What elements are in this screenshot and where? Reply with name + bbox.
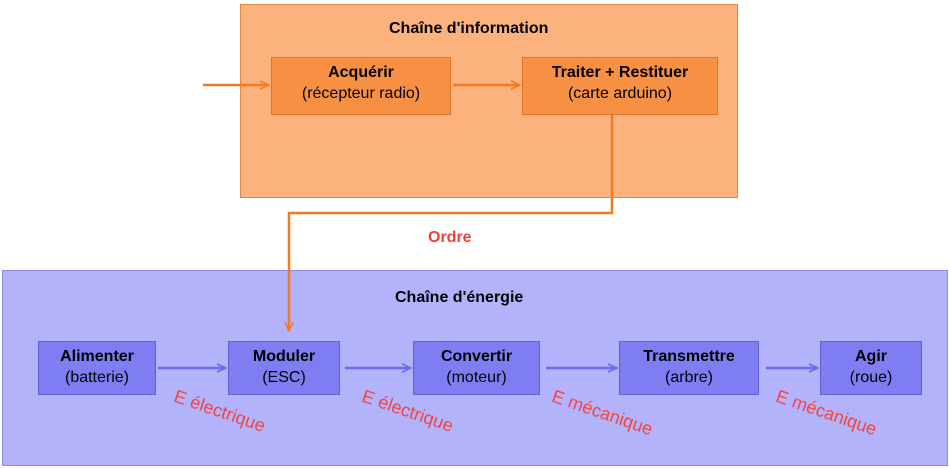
modulate-block: Moduler (ESC) [228,341,340,395]
convert-block: Convertir (moteur) [413,341,540,395]
acquire-block: Acquérir (récepteur radio) [271,57,451,115]
convert-subtitle: (moteur) [446,369,507,386]
acquire-subtitle: (récepteur radio) [301,85,421,102]
modulate-subtitle: (ESC) [262,369,306,386]
supply-block: Alimenter (batterie) [38,341,156,395]
modulate-title: Moduler [252,348,316,365]
energy-chain-title: Chaîne d'énergie [395,289,524,306]
act-subtitle: (roue) [849,369,893,386]
supply-title: Alimenter [60,348,134,365]
transmit-subtitle: (arbre) [664,369,713,386]
process-title: Traiter + Restituer [551,64,689,81]
transmit-block: Transmettre (arbre) [619,341,759,395]
information-chain-title: Chaîne d'information [389,20,549,37]
act-title: Agir [855,348,887,365]
process-block: Traiter + Restituer (carte arduino) [522,57,718,115]
supply-subtitle: (batterie) [64,369,130,386]
acquire-title: Acquérir [328,64,394,81]
act-block: Agir (roue) [820,341,922,395]
process-subtitle: (carte arduino) [567,85,673,102]
transmit-title: Transmettre [643,348,735,365]
order-label: Ordre [428,229,472,246]
order-arrow [289,115,614,331]
convert-title: Convertir [440,348,513,365]
